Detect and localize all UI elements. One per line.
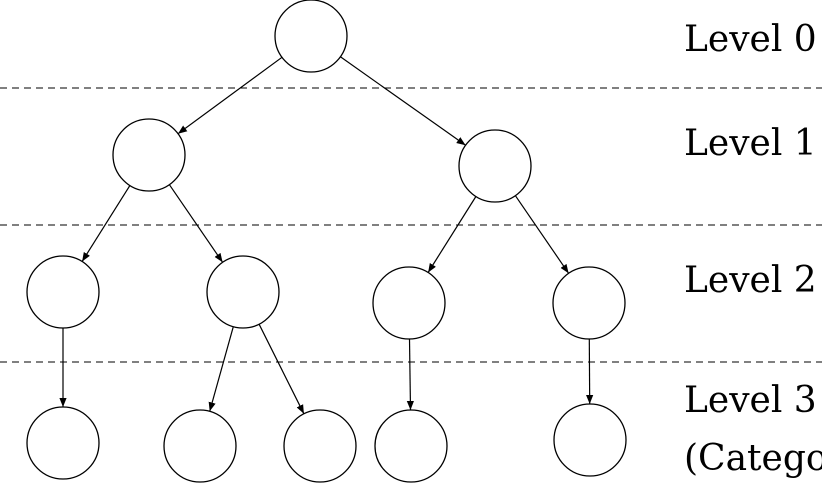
tree-node-l3-d: [374, 409, 448, 483]
edge-l1-left-to-l2-a: [81, 185, 131, 262]
tree-node-l1-left: [112, 118, 186, 192]
edge-l1-right-to-l2-d: [514, 195, 570, 274]
tree-node-l3-c: [283, 409, 357, 483]
level-3-label: Level 3: [684, 380, 817, 421]
level-3-note: (Categor: [684, 438, 822, 479]
level-0-label: Level 0: [684, 19, 817, 60]
level-2-label: Level 2: [684, 260, 817, 301]
edge-root-to-l1-left: [177, 56, 283, 135]
tree-node-l3-a: [26, 406, 100, 480]
edge-l2-c-to-l3-d: [406, 338, 414, 411]
nodes-layer: [26, 0, 627, 483]
tree-node-l2-c: [372, 266, 446, 340]
tree-node-l2-d: [552, 266, 626, 340]
edge-l1-left-to-l2-b: [168, 184, 224, 263]
tree-node-l1-right: [458, 129, 532, 203]
tree-node-l3-b: [163, 409, 237, 483]
tree-node-l2-a: [26, 255, 100, 329]
edge-l2-b-to-l3-b: [208, 326, 234, 412]
tree-node-l2-b: [206, 255, 280, 329]
edges-layer: [59, 56, 594, 415]
level-1-label: Level 1: [684, 123, 817, 164]
tree-node-l3-e: [553, 403, 627, 477]
tree-node-root: [274, 0, 348, 73]
edge-l1-right-to-l2-c: [427, 196, 477, 273]
edge-root-to-l1-right: [340, 56, 466, 146]
edge-l2-b-to-l3-c: [258, 323, 305, 415]
